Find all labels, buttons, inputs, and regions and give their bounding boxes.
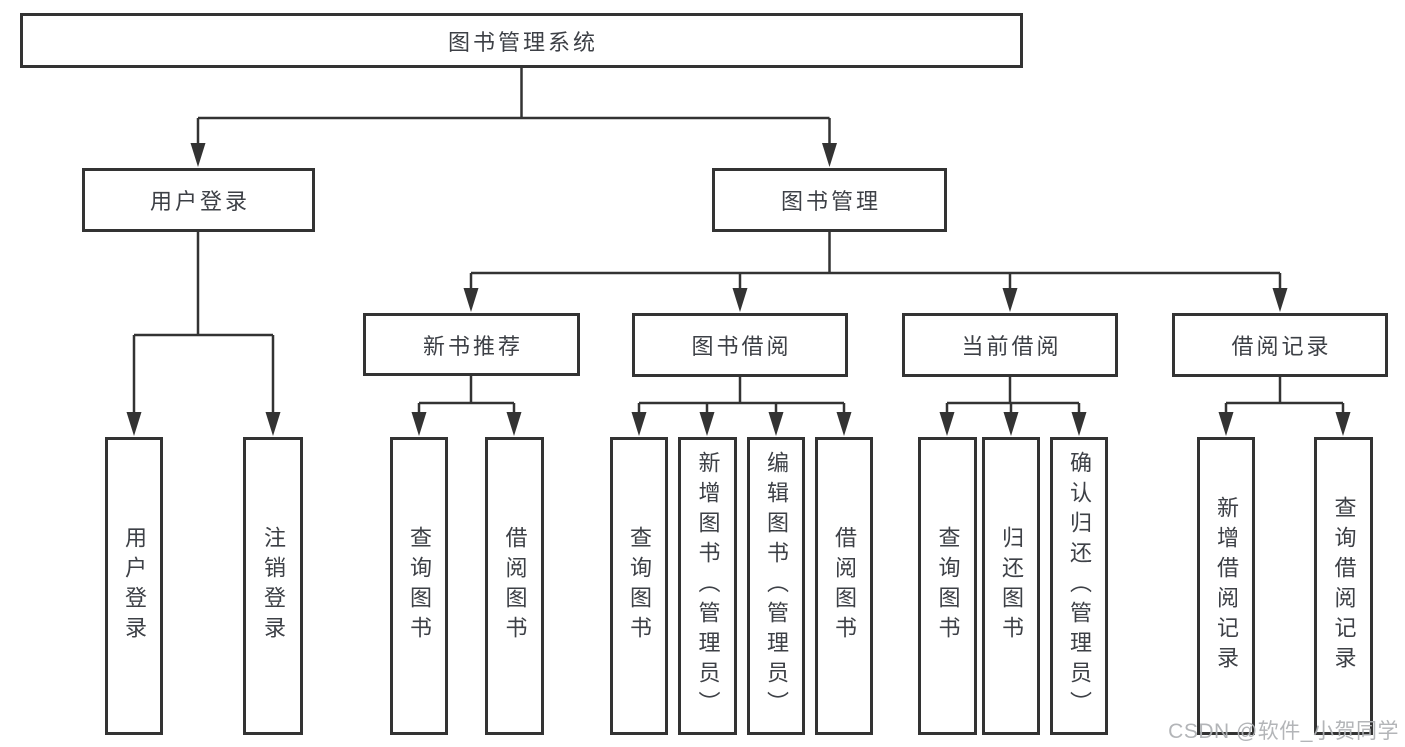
node-new-book-recommend-label: 新书推荐 (422, 333, 523, 359)
leaf-user-login-label: 用户登录 (122, 526, 147, 646)
node-user-login: 用户登录 (82, 168, 315, 232)
leaf-logout: 注销登录 (243, 437, 303, 735)
node-book-borrow: 图书借阅 (632, 313, 848, 377)
node-book-management: 图书管理 (712, 168, 947, 232)
leaf-user-login: 用户登录 (105, 437, 163, 735)
watermark-csdn: CSDN @软件_小贺同学 (1168, 720, 1399, 743)
leaf-return-books: 归还图书 (982, 437, 1040, 735)
leaf-query-books-current: 查询图书 (918, 437, 977, 735)
node-root-label: 图书管理系统 (447, 29, 598, 55)
node-user-login-label: 用户登录 (149, 189, 250, 214)
node-new-book-recommend: 新书推荐 (363, 313, 580, 376)
leaf-logout-label: 注销登录 (261, 526, 286, 646)
node-borrow-records-label: 借阅记录 (1231, 334, 1332, 359)
leaf-edit-books-admin: 编辑图书（管理员） (747, 437, 805, 735)
leaf-query-books-borrow-label: 查询图书 (627, 526, 652, 646)
leaf-add-borrow-record-label: 新增借阅记录 (1214, 496, 1239, 676)
node-borrow-records: 借阅记录 (1172, 313, 1388, 377)
leaf-edit-books-admin-label: 编辑图书（管理员） (764, 451, 789, 721)
leaf-query-books-recommend: 查询图书 (390, 437, 448, 735)
leaf-confirm-return-admin: 确认归还（管理员） (1050, 437, 1108, 735)
leaf-query-borrow-record-label: 查询借阅记录 (1331, 496, 1357, 676)
leaf-borrow-books: 借阅图书 (815, 437, 873, 735)
leaf-query-books-recommend-label: 查询图书 (407, 526, 432, 646)
leaf-add-books-admin: 新增图书（管理员） (678, 437, 737, 735)
leaf-borrow-books-recommend-label: 借阅图书 (502, 526, 528, 646)
leaf-query-books-current-label: 查询图书 (935, 526, 961, 646)
arrowheads (126, 143, 1351, 436)
node-book-borrow-label: 图书借阅 (691, 334, 792, 359)
node-root: 图书管理系统 (20, 13, 1023, 68)
leaf-borrow-books-recommend: 借阅图书 (485, 437, 544, 735)
leaf-query-borrow-record: 查询借阅记录 (1314, 437, 1373, 735)
leaf-borrow-books-label: 借阅图书 (832, 526, 857, 646)
leaf-return-books-label: 归还图书 (999, 526, 1024, 646)
node-book-management-label: 图书管理 (780, 189, 881, 214)
leaf-add-books-admin-label: 新增图书（管理员） (695, 451, 721, 721)
leaf-add-borrow-record: 新增借阅记录 (1197, 437, 1255, 735)
node-current-borrow-label: 当前借阅 (961, 334, 1062, 359)
leaf-query-books-borrow: 查询图书 (610, 437, 668, 735)
node-current-borrow: 当前借阅 (902, 313, 1118, 377)
leaf-confirm-return-admin-label: 确认归还（管理员） (1067, 451, 1092, 721)
